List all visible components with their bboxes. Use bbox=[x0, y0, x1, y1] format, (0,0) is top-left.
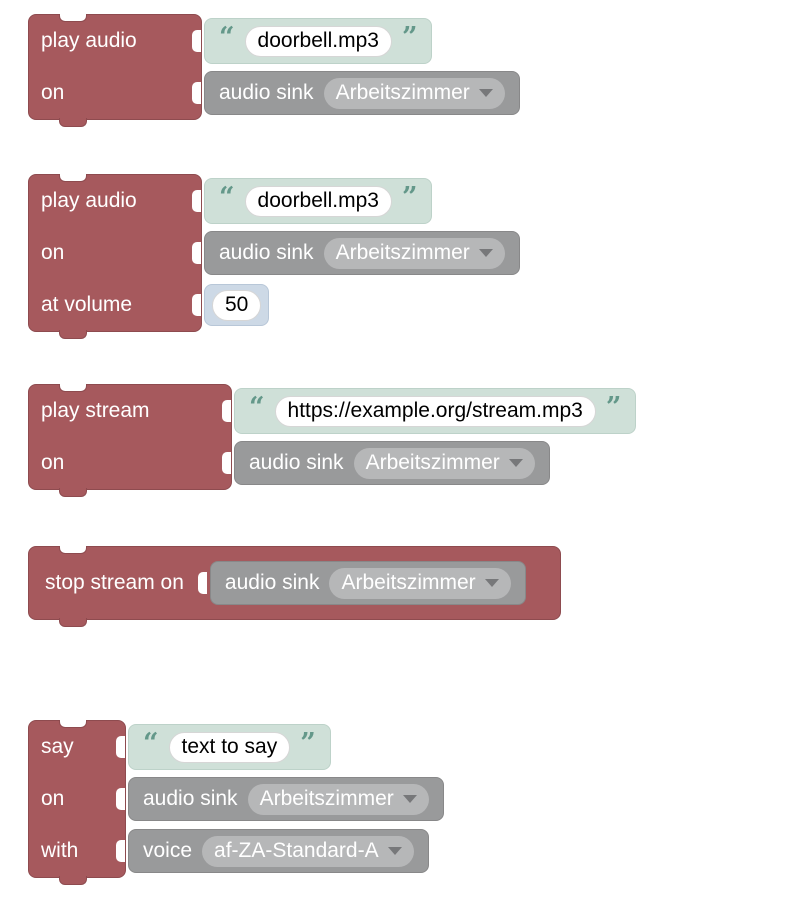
audio-sink-selected: Arbeitszimmer bbox=[365, 451, 500, 474]
socket-notch bbox=[222, 400, 231, 422]
close-quote-icon: ” bbox=[401, 21, 418, 53]
block-label: on bbox=[41, 451, 65, 474]
block-row: play audio “ doorbell.mp3 ” bbox=[29, 15, 433, 67]
audio-sink-block[interactable]: audio sink Arbeitszimmer bbox=[128, 777, 444, 821]
socket-notch bbox=[116, 840, 125, 862]
close-quote-icon: ” bbox=[401, 181, 418, 213]
block-row: play audio “ doorbell.mp3 ” bbox=[29, 175, 433, 227]
bottom-tab bbox=[59, 488, 87, 497]
socket-notch bbox=[192, 190, 201, 212]
open-quote-icon: “ bbox=[219, 181, 235, 213]
audio-sink-selected: Arbeitszimmer bbox=[341, 571, 476, 594]
bottom-tab bbox=[59, 876, 87, 885]
block-label: play audio bbox=[41, 29, 137, 52]
voice-dropdown[interactable]: af-ZA-Standard-A bbox=[202, 835, 414, 867]
block-row: play stream “ https://example.org/stream… bbox=[29, 385, 637, 437]
audio-sink-block[interactable]: audio sink Arbeitszimmer bbox=[204, 231, 520, 275]
block-label: stop stream on bbox=[45, 571, 184, 594]
top-notch bbox=[59, 720, 87, 728]
audio-sink-selected: Arbeitszimmer bbox=[335, 241, 470, 264]
audio-sink-label: audio sink bbox=[224, 571, 320, 594]
dropdown-arrow-icon bbox=[478, 249, 493, 257]
text-shadow-block[interactable]: “ text to say ” bbox=[128, 724, 331, 770]
block-play-audio-at-volume[interactable]: play audio “ doorbell.mp3 ” on audio sin… bbox=[28, 174, 520, 339]
block-row: on audio sink Arbeitszimmer bbox=[29, 773, 444, 825]
block-row: say “ text to say ” bbox=[29, 721, 331, 773]
dropdown-arrow-icon bbox=[484, 579, 499, 587]
bottom-tab bbox=[59, 330, 87, 339]
voice-label: voice bbox=[143, 839, 193, 862]
text-field[interactable]: doorbell.mp3 bbox=[244, 185, 392, 217]
socket-notch bbox=[116, 736, 125, 758]
voice-selected: af-ZA-Standard-A bbox=[214, 839, 379, 862]
socket-notch bbox=[197, 572, 207, 594]
socket-notch bbox=[192, 82, 201, 104]
audio-sink-block[interactable]: audio sink Arbeitszimmer bbox=[204, 71, 520, 115]
text-shadow-block[interactable]: “ doorbell.mp3 ” bbox=[204, 18, 433, 64]
top-notch bbox=[59, 384, 87, 392]
dropdown-arrow-icon bbox=[402, 795, 417, 803]
block-say[interactable]: say “ text to say ” on audio sink Arbeit… bbox=[28, 720, 444, 885]
close-quote-icon: ” bbox=[300, 727, 316, 759]
open-quote-icon: “ bbox=[249, 391, 265, 423]
block-label: on bbox=[41, 81, 65, 104]
block-label: play audio bbox=[41, 189, 137, 212]
text-field[interactable]: doorbell.mp3 bbox=[244, 25, 392, 57]
top-notch bbox=[59, 14, 87, 22]
audio-sink-dropdown[interactable]: Arbeitszimmer bbox=[323, 237, 505, 269]
text-shadow-block[interactable]: “ doorbell.mp3 ” bbox=[204, 178, 433, 224]
socket-notch bbox=[222, 452, 231, 474]
socket-notch bbox=[116, 788, 125, 810]
block-row: on audio sink Arbeitszimmer bbox=[29, 437, 550, 489]
block-stop-stream[interactable]: stop stream on audio sink Arbeitszimmer bbox=[28, 546, 561, 627]
block-play-stream[interactable]: play stream “ https://example.org/stream… bbox=[28, 384, 637, 497]
audio-sink-dropdown[interactable]: Arbeitszimmer bbox=[329, 567, 511, 599]
block-row: with voice af-ZA-Standard-A bbox=[29, 825, 429, 877]
top-notch bbox=[59, 174, 87, 182]
block-row: at volume 50 bbox=[29, 279, 270, 331]
block-play-audio[interactable]: play audio “ doorbell.mp3 ” on audio sin… bbox=[28, 14, 520, 127]
block-label: at volume bbox=[41, 293, 133, 316]
dropdown-arrow-icon bbox=[508, 459, 523, 467]
audio-sink-selected: Arbeitszimmer bbox=[259, 787, 394, 810]
audio-sink-selected: Arbeitszimmer bbox=[335, 81, 470, 104]
number-shadow-block[interactable]: 50 bbox=[204, 284, 270, 326]
dropdown-arrow-icon bbox=[478, 89, 493, 97]
block-label: with bbox=[41, 839, 79, 862]
block-row: on audio sink Arbeitszimmer bbox=[29, 227, 520, 279]
text-field[interactable]: https://example.org/stream.mp3 bbox=[274, 395, 596, 427]
socket-notch bbox=[192, 30, 201, 52]
audio-sink-block[interactable]: audio sink Arbeitszimmer bbox=[234, 441, 550, 485]
audio-sink-dropdown[interactable]: Arbeitszimmer bbox=[353, 447, 535, 479]
open-quote-icon: “ bbox=[219, 21, 235, 53]
block-row: on audio sink Arbeitszimmer bbox=[29, 67, 520, 119]
audio-sink-label: audio sink bbox=[219, 81, 314, 104]
bottom-tab bbox=[59, 618, 87, 627]
dropdown-arrow-icon bbox=[387, 847, 402, 855]
audio-sink-block[interactable]: audio sink Arbeitszimmer bbox=[209, 561, 526, 605]
audio-sink-label: audio sink bbox=[249, 451, 344, 474]
audio-sink-label: audio sink bbox=[219, 241, 314, 264]
open-quote-icon: “ bbox=[143, 727, 159, 759]
number-field[interactable]: 50 bbox=[212, 289, 262, 321]
text-shadow-block[interactable]: “ https://example.org/stream.mp3 ” bbox=[234, 388, 637, 434]
audio-sink-dropdown[interactable]: Arbeitszimmer bbox=[323, 77, 505, 109]
bottom-tab bbox=[59, 118, 87, 127]
block-label: play stream bbox=[41, 399, 150, 422]
block-label: on bbox=[41, 787, 65, 810]
top-notch bbox=[59, 546, 87, 554]
text-field[interactable]: text to say bbox=[168, 731, 291, 763]
close-quote-icon: ” bbox=[605, 391, 622, 423]
audio-sink-label: audio sink bbox=[143, 787, 238, 810]
block-label: on bbox=[41, 241, 65, 264]
audio-sink-dropdown[interactable]: Arbeitszimmer bbox=[247, 783, 429, 815]
voice-block[interactable]: voice af-ZA-Standard-A bbox=[128, 829, 429, 873]
socket-notch bbox=[192, 294, 201, 316]
socket-notch bbox=[192, 242, 201, 264]
block-label: say bbox=[41, 735, 74, 758]
